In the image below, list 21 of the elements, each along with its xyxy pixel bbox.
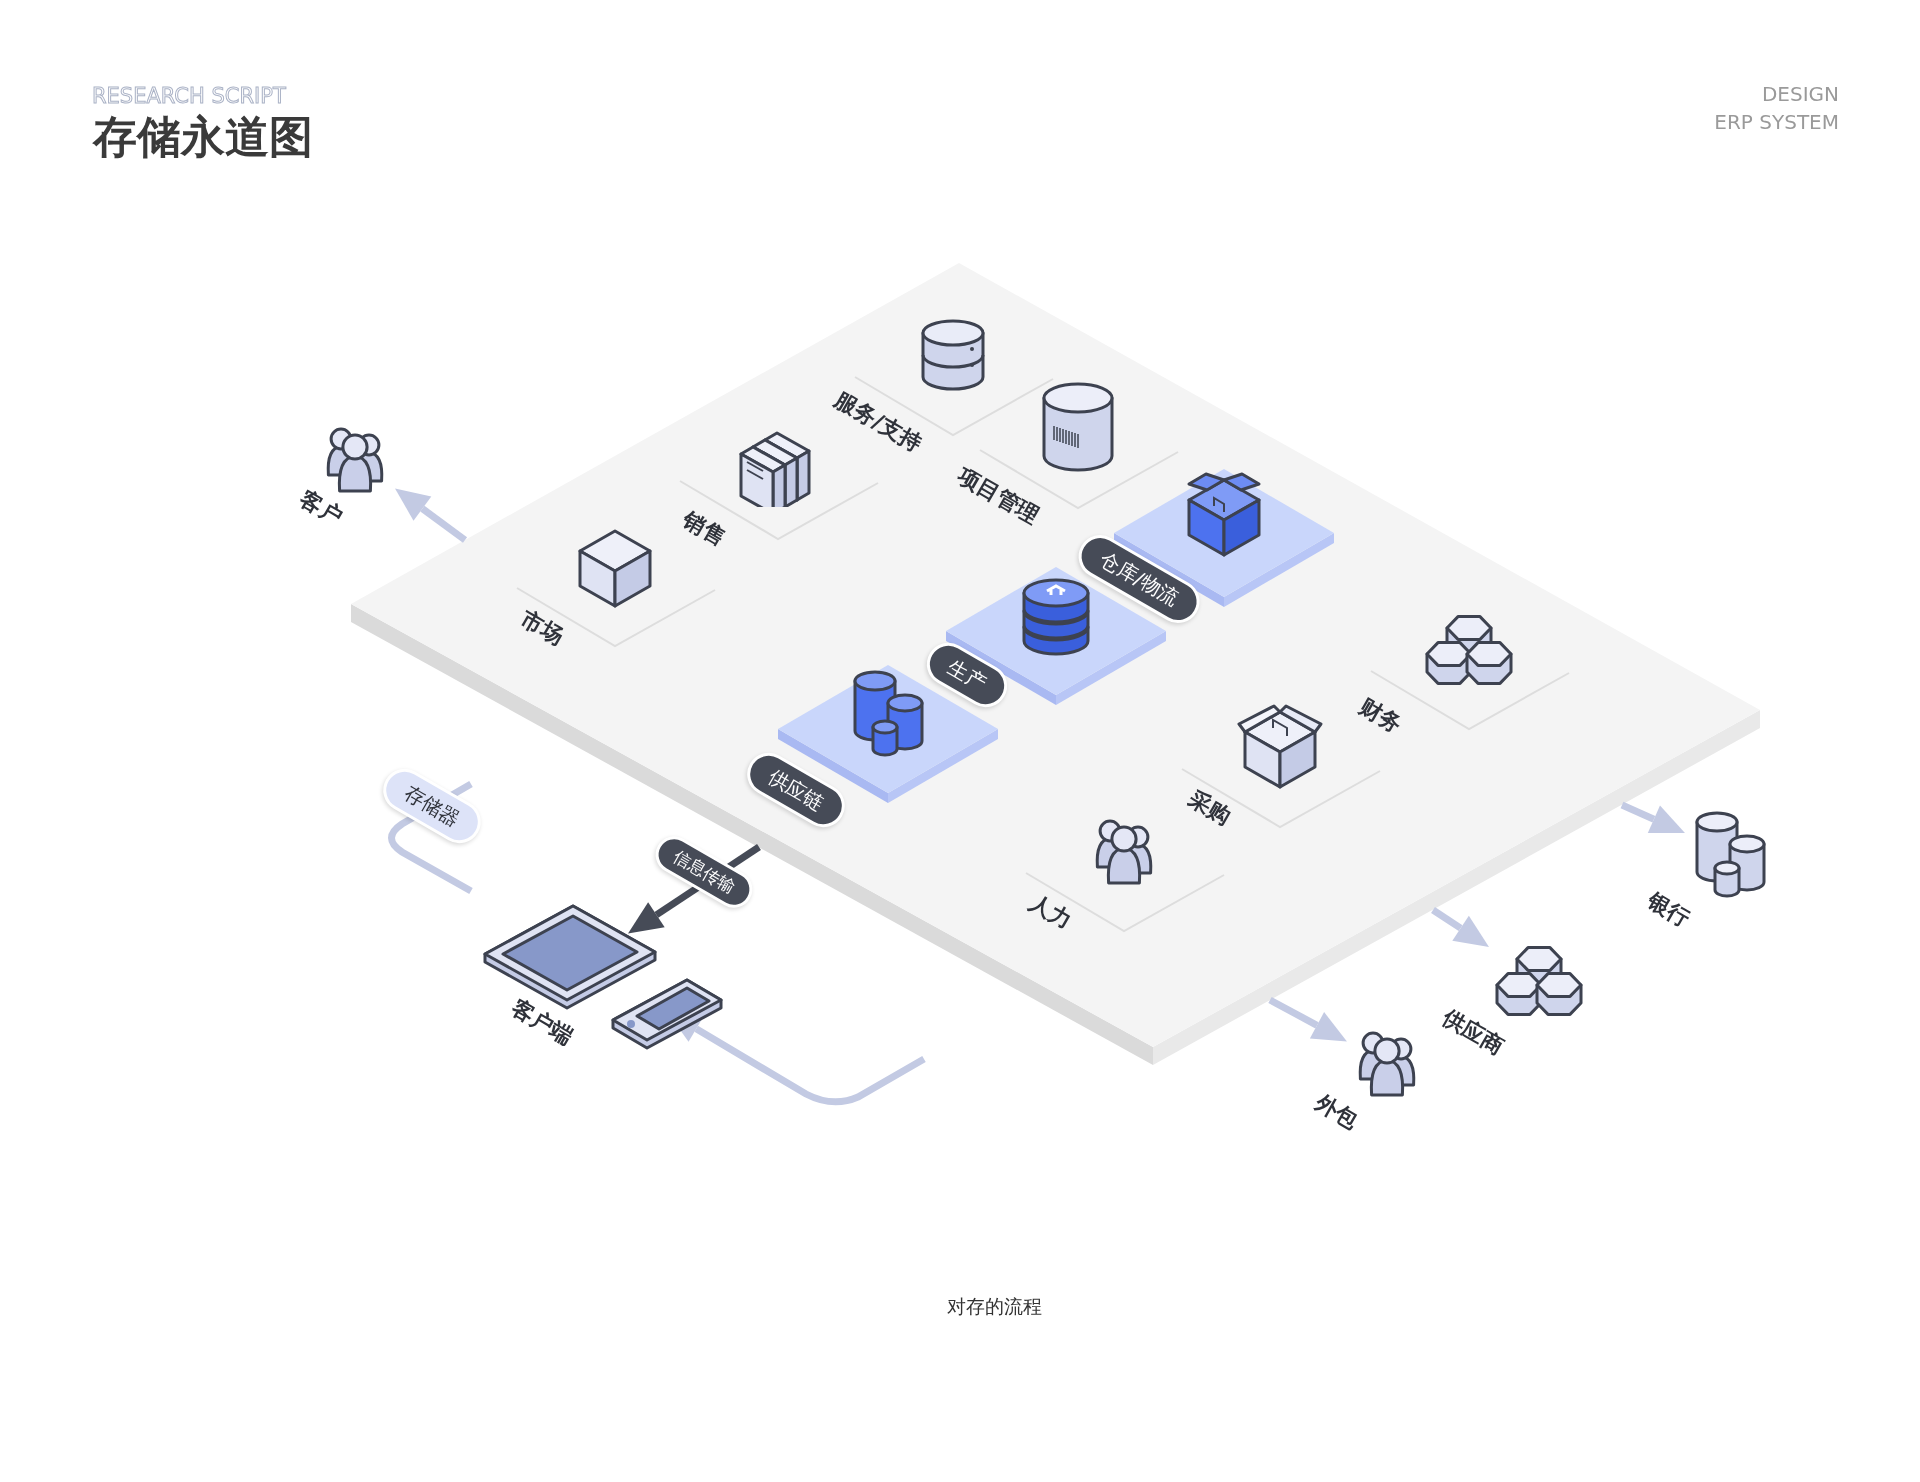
node-label: 外包 <box>1310 1088 1364 1136</box>
arrow <box>1431 907 1489 947</box>
header-text: RESEARCH SCRIPT <box>92 84 286 108</box>
header-text: DESIGN <box>1760 82 1839 106</box>
node-label: 服务/支持 <box>829 385 928 459</box>
node-label: 采购 <box>1183 784 1237 832</box>
node-label: 项目管理 <box>952 461 1044 531</box>
node-label: 客户 <box>294 484 348 532</box>
caption: 对存的流程 <box>945 1294 1043 1319</box>
node-label: 供应商 <box>1437 1003 1510 1061</box>
arrow <box>1620 801 1685 834</box>
node-label: 客户端 <box>506 993 579 1051</box>
node-label: 银行 <box>1642 886 1696 934</box>
node-label: 销售 <box>677 505 731 553</box>
title: 存储永道图 <box>93 110 313 164</box>
arrow <box>395 488 468 543</box>
node-label: 财务 <box>1354 692 1408 740</box>
arrow <box>1268 996 1347 1042</box>
node-label: 市场 <box>515 604 569 652</box>
node-label: 人力 <box>1024 888 1078 936</box>
header-text: ERP SYSTEM <box>1713 110 1839 134</box>
